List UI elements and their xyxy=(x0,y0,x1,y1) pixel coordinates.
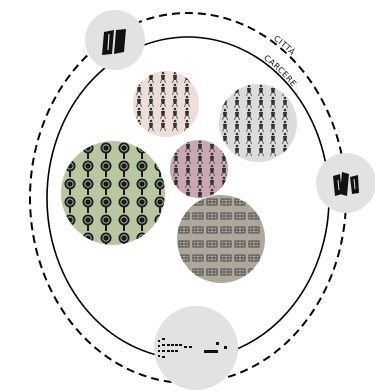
tree-icon xyxy=(65,233,76,250)
tree-icon xyxy=(155,215,166,232)
tree-icon xyxy=(101,233,112,250)
tree-icon xyxy=(155,143,166,160)
shelf-icon xyxy=(249,199,259,205)
cluster-figures-pink xyxy=(133,71,199,137)
figure-icon xyxy=(174,141,179,152)
figure-icon xyxy=(283,85,288,96)
cluster-figures-grey xyxy=(219,84,297,162)
node-right[interactable] xyxy=(316,153,375,213)
tree-icon xyxy=(119,233,130,250)
tree-icon xyxy=(155,233,166,250)
tree-icon xyxy=(137,233,148,250)
tree-icon xyxy=(65,143,76,160)
cluster-shelves xyxy=(177,195,265,283)
node-top[interactable] xyxy=(85,10,145,70)
node-bottom[interactable] xyxy=(154,306,238,390)
tree-icon xyxy=(65,215,76,232)
shelf-icon xyxy=(179,199,189,205)
tree-icon xyxy=(83,233,94,250)
figure-icon xyxy=(174,189,179,200)
shelf-icon xyxy=(179,269,189,275)
figure-icon xyxy=(223,85,228,96)
figure-icon xyxy=(137,72,142,83)
cluster-figures-mauve xyxy=(170,140,228,200)
cluster-trees xyxy=(61,141,166,249)
